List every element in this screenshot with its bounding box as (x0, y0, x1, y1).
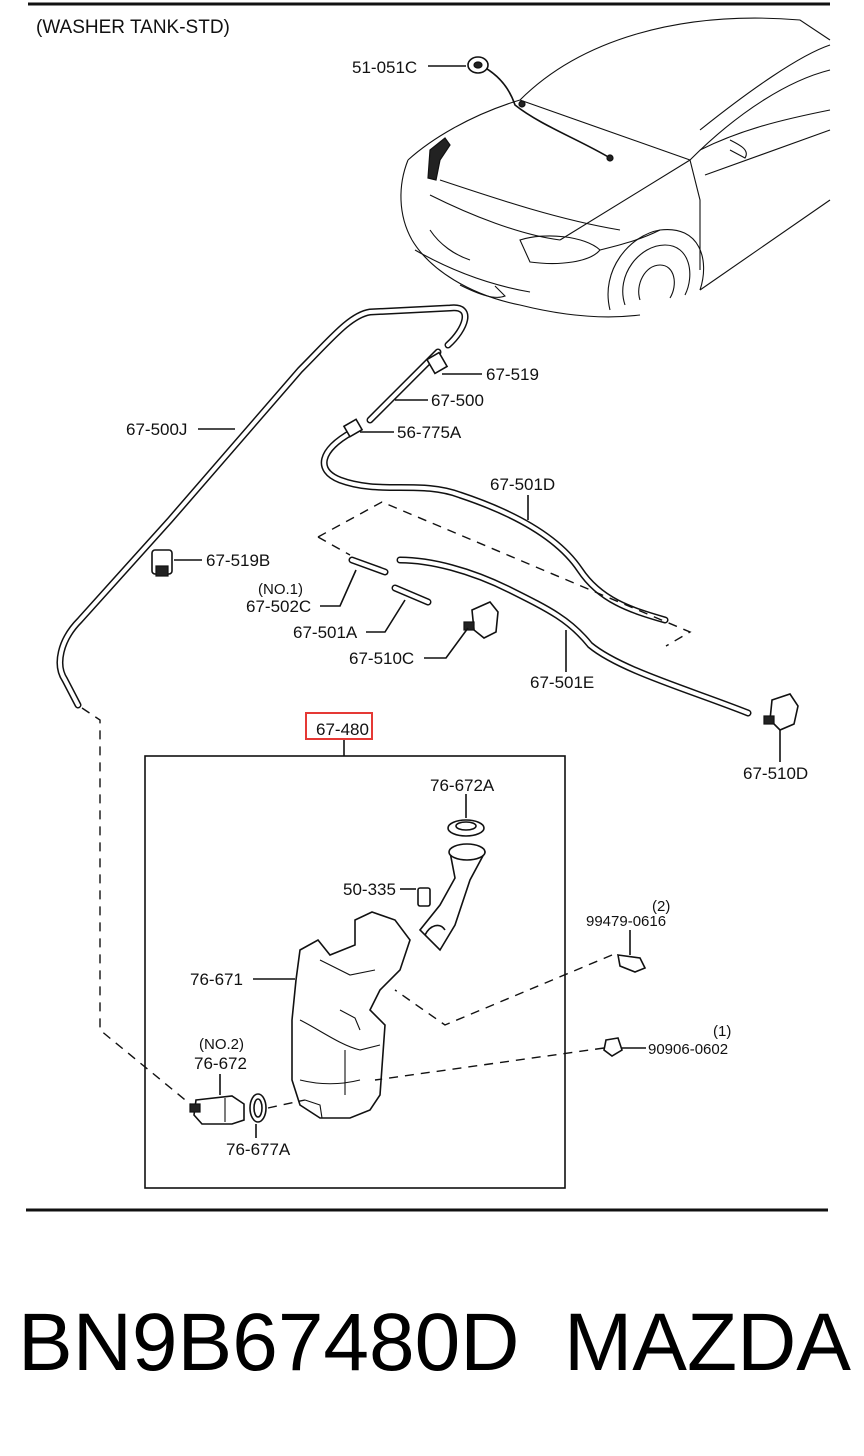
pump-76-672-part (193, 1095, 245, 1125)
hood-washer-line (479, 64, 611, 159)
grommet-hole (473, 61, 483, 69)
nut-mount-dashed (374, 1047, 605, 1081)
pump-mount-dashed (267, 1099, 306, 1109)
label-67-519: 67-519 (486, 365, 539, 384)
highlight-67-480-box (305, 712, 373, 740)
label-no2: (NO.2) (199, 1036, 244, 1053)
footer-part-number: BN9B67480D (18, 1297, 519, 1388)
leader-67-502c (320, 569, 357, 607)
hose-67-501d (320, 428, 669, 624)
label-56-775a: 56-775A (397, 423, 462, 442)
label-76-677a: 76-677A (226, 1140, 291, 1159)
label-90906-0602: 90906-0602 (648, 1041, 728, 1058)
bolt-99479-0616-part (617, 954, 647, 973)
wiper-arm-detail (427, 137, 451, 181)
label-no1: (NO.1) (258, 581, 303, 598)
diagram-title: (WASHER TANK-STD) (36, 17, 230, 38)
grommet-dot (518, 100, 526, 108)
hose-67-500j (56, 304, 469, 709)
label-67-501a: 67-501A (293, 623, 358, 642)
pump-connection-dashed (81, 707, 196, 1109)
label-76-672a: 76-672A (430, 776, 495, 795)
label-67-501d: 67-501D (490, 475, 555, 494)
label-67-502c: 67-502C (246, 597, 311, 616)
label-67-510c: 67-510C (349, 649, 414, 668)
footer-brand: MAZDA (564, 1297, 851, 1388)
nut-90906-0602-part (603, 1037, 623, 1057)
label-67-500: 67-500 (431, 391, 484, 410)
nozzle-67-510c-part (471, 601, 499, 639)
connector-dot (606, 154, 614, 162)
label-50-335: 50-335 (343, 880, 396, 899)
washer-tank-assembly-box (144, 755, 566, 1189)
label-76-672: 76-672 (194, 1054, 247, 1073)
label-99479-0616: 99479-0616 (586, 913, 666, 930)
leader-67-501a (366, 599, 406, 633)
label-qty2: (2) (652, 898, 670, 915)
label-76-671: 76-671 (190, 970, 243, 989)
label-51-051c: 51-051C (352, 58, 417, 77)
leader-67-510c (424, 627, 469, 659)
car-outline-illustration (400, 17, 831, 318)
washer-tank-76-671-part (291, 911, 411, 1119)
label-qty1: (1) (713, 1023, 731, 1040)
connector-56-775a-part (342, 418, 364, 438)
label-67-480: 67-480 (316, 720, 369, 739)
label-67-519b: 67-519B (206, 551, 270, 570)
clip-50-335-part (417, 887, 431, 907)
label-67-501e: 67-501E (530, 673, 594, 692)
bolt-mount-dashed (394, 954, 613, 1026)
engine-bay-dashed-outline (317, 501, 692, 647)
t-joint-67-519-part (425, 351, 449, 375)
label-67-510d: 67-510D (743, 764, 808, 783)
label-67-500j: 67-500J (126, 420, 187, 439)
